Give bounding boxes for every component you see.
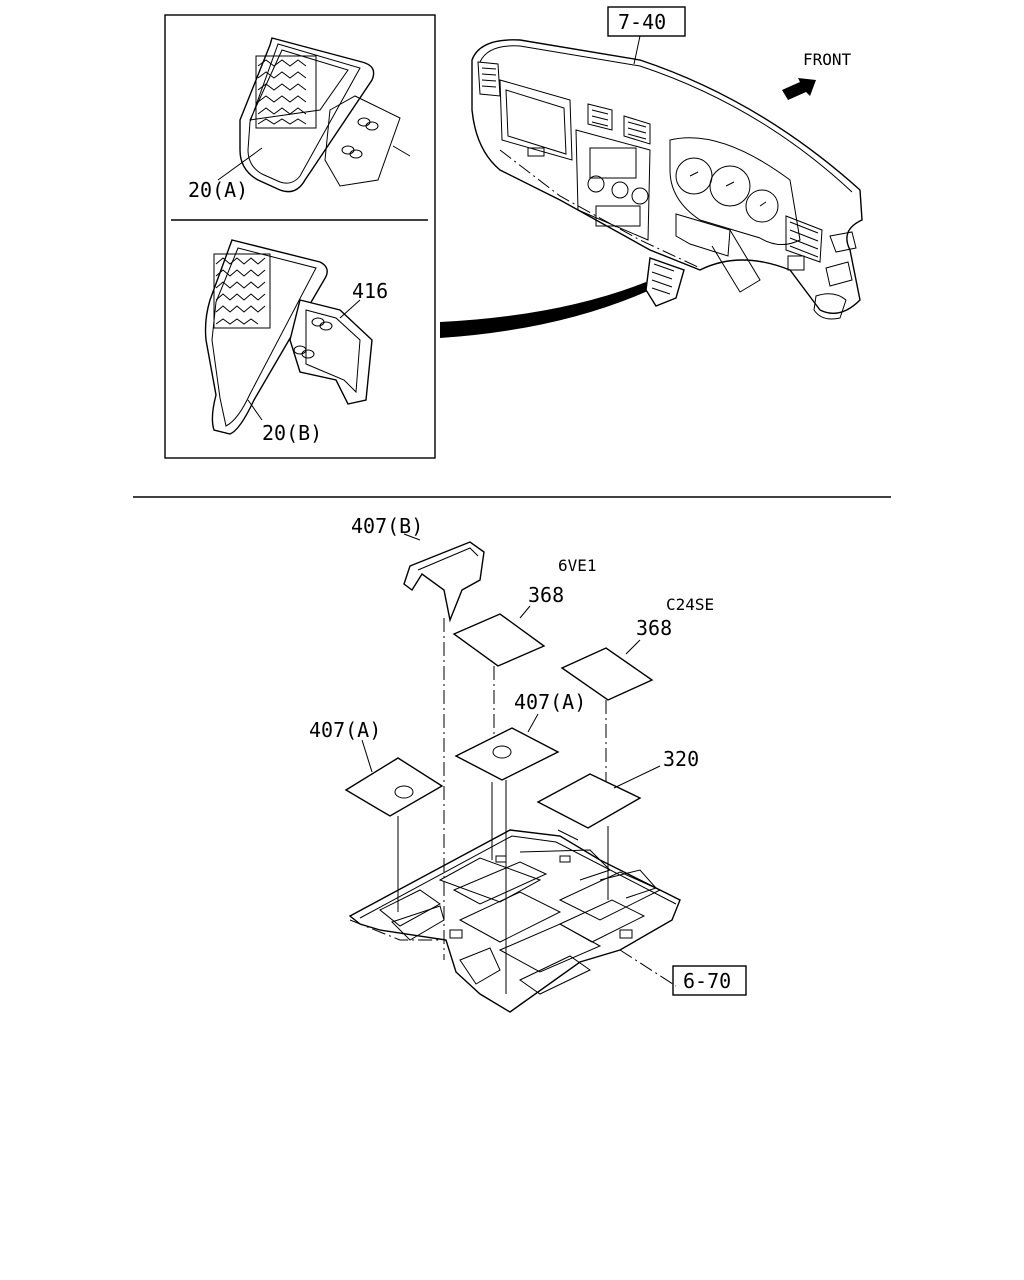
gauge-right <box>745 189 779 223</box>
dashboard-drawing <box>471 35 863 320</box>
front-arrow-icon <box>782 78 816 100</box>
grille-a-mesh <box>255 55 317 129</box>
dashboard-ref-box: 7-40 <box>607 6 686 37</box>
insulator-407b-drawing <box>403 533 485 623</box>
callout-407b: 407(B) <box>351 514 423 538</box>
grille-a-clips <box>341 117 379 159</box>
leader-20b <box>247 399 263 421</box>
gauge-left <box>675 157 713 195</box>
variant-c24se-label: C24SE <box>666 595 714 614</box>
callout-368-6ve1: 368 <box>528 583 564 607</box>
front-label: FRONT <box>803 50 852 69</box>
callout-407a-left: 407(A) <box>309 718 381 742</box>
pad-320-drawing <box>536 765 661 829</box>
front-direction-indicator: FRONT <box>782 50 852 100</box>
callout-320: 320 <box>663 747 699 771</box>
grille-a-drawing <box>217 37 411 193</box>
leader-407b <box>403 533 421 541</box>
leader-416 <box>339 299 361 319</box>
bracket-416-drawing <box>289 299 373 405</box>
variant-6ve1-label: 6VE1 <box>558 556 597 575</box>
grille-inset-box <box>164 14 436 459</box>
callout-416: 416 <box>352 279 388 303</box>
pad-368-6ve1 <box>452 613 546 667</box>
callout-20a: 20(A) <box>188 178 248 202</box>
leader-20a <box>217 147 263 181</box>
grille-b-drawing <box>204 239 373 435</box>
alignment-lines <box>397 618 609 994</box>
callout-20b: 20(B) <box>262 421 322 445</box>
grille-b-mesh <box>213 253 271 329</box>
floor-ref-label: 6-70 <box>683 969 731 993</box>
detail-arrow <box>440 282 650 338</box>
floor-panel-drawing <box>348 829 681 1013</box>
callout-407a-center: 407(A) <box>514 690 586 714</box>
gauge-center <box>709 165 751 207</box>
dashboard-ref-label: 7-40 <box>618 10 666 34</box>
leader-368-c24se <box>625 639 641 655</box>
callout-368-c24se: 368 <box>636 616 672 640</box>
leader-368-6ve1 <box>519 605 531 619</box>
pad-368-c24se <box>560 647 654 701</box>
insulator-407a-left <box>344 739 444 817</box>
insulator-407a-center <box>454 713 560 781</box>
floor-ref-box: 6-70 <box>672 965 747 996</box>
